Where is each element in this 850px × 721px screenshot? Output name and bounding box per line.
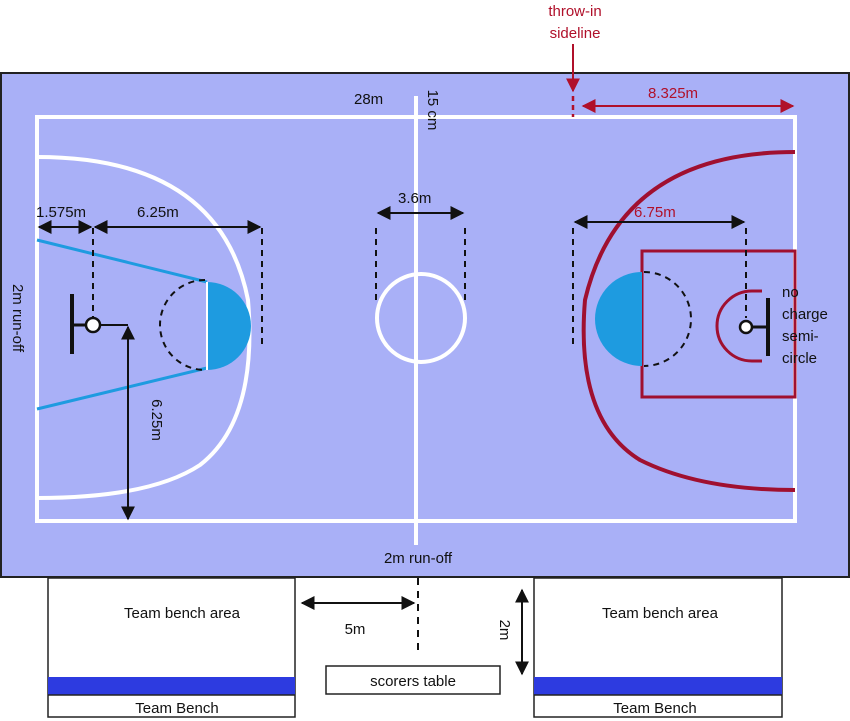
line-width-label: 15 cm — [424, 90, 441, 131]
left-team-bench-label: Team Bench — [135, 700, 218, 717]
left-three-point-line — [36, 155, 252, 500]
left-team-bench-area — [47, 577, 296, 718]
left-runoff-label: 2m run-off — [9, 284, 26, 353]
right-free-throw-circle-dashed — [643, 271, 692, 367]
left-team-bench-stripe — [48, 677, 295, 695]
left-ring — [84, 316, 102, 334]
left-625-vertical-label: 6.25m — [148, 399, 165, 441]
bench-distance-label: 5m — [345, 621, 366, 638]
left-trapezoid-top-line — [36, 238, 208, 284]
left-free-throw-circle-dashed — [159, 279, 206, 371]
bottom-runoff-label: 2m run-off — [384, 550, 453, 567]
centre-circle — [375, 272, 467, 364]
right-team-bench-stripe — [534, 677, 782, 695]
left-restricted-area — [207, 282, 251, 370]
no-charge-label-3: semi- — [782, 328, 819, 345]
right-restricted-area — [595, 272, 642, 366]
right-8325-label: 8.325m — [648, 85, 698, 102]
left-1575-label: 1.575m — [36, 204, 86, 221]
no-charge-label-2: charge — [782, 306, 828, 323]
centre-circle-dimension-label: 3.6m — [398, 190, 431, 207]
court-length-label: 28m — [354, 91, 383, 108]
right-team-bench-label: Team Bench — [613, 700, 696, 717]
right-team-bench-area-label: Team bench area — [602, 605, 719, 622]
no-charge-label-4: circle — [782, 350, 817, 367]
left-team-bench-area-label: Team bench area — [124, 605, 241, 622]
bench-depth-label: 2m — [496, 620, 513, 641]
right-three-point-line — [581, 150, 796, 492]
right-team-bench-area — [533, 577, 783, 718]
no-charge-label-1: no — [782, 284, 799, 301]
throw-in-label-line1: throw-in — [548, 3, 601, 20]
court-surface — [0, 72, 850, 578]
throw-in-label-line2: sideline — [550, 25, 601, 42]
scorers-table — [325, 665, 501, 695]
left-625-label: 6.25m — [137, 204, 179, 221]
scorers-table-label: scorers table — [370, 673, 456, 690]
right-675-label: 6.75m — [634, 204, 676, 221]
right-ring — [738, 319, 754, 335]
no-charge-semi-circle — [715, 289, 762, 363]
